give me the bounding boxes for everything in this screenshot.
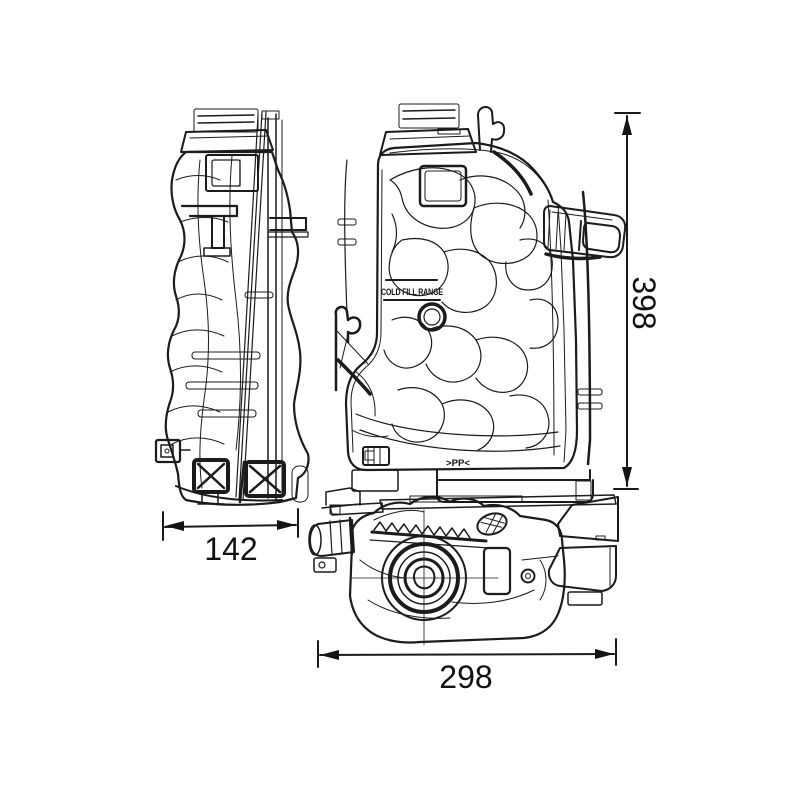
- cold-fill-range-label: COLD FILL RANGE: [381, 279, 447, 332]
- side-view: [154, 108, 310, 506]
- side-surface-contours: [167, 155, 241, 489]
- dimension-142-text: 142: [204, 531, 257, 567]
- front-left-clips: [337, 159, 357, 315]
- dimension-398-text: 398: [626, 276, 662, 329]
- top-view: [308, 494, 619, 646]
- level-sensor-circle: [417, 302, 447, 332]
- top-pad: [482, 546, 559, 596]
- front-inner-left: [350, 169, 383, 453]
- bolt-circle: [520, 568, 536, 584]
- front-inner-top: [389, 148, 545, 185]
- top-body-outline: [348, 495, 566, 644]
- dimension-298-text: 298: [439, 659, 492, 695]
- front-upper-recess: [418, 164, 468, 208]
- side-bottom-edge: [175, 485, 283, 502]
- side-bracket: [180, 204, 239, 257]
- material-mark-text: >PP<: [446, 458, 470, 468]
- top-right-bracket: [547, 496, 619, 606]
- carry-handle: [543, 205, 627, 261]
- front-body-outline: [344, 141, 579, 472]
- dimension-298: 298: [317, 638, 617, 695]
- top-view-rail: [329, 494, 617, 516]
- side-arm-right: [267, 217, 309, 238]
- mounting-pad-x-right: [244, 460, 309, 503]
- filler-cap-front: [379, 103, 477, 156]
- front-left-hook: [334, 305, 372, 396]
- mounting-plate-edge: [235, 111, 283, 504]
- front-bottom-connector: [362, 446, 390, 466]
- front-view: COLD FILL RANGE >PP<: [325, 103, 627, 506]
- side-connector: [154, 438, 191, 464]
- vent-oval-hatched: [476, 512, 508, 536]
- crosshair-lines: [351, 509, 499, 646]
- front-surface-blobs: [351, 167, 561, 452]
- mounting-pad-x-left: [192, 458, 230, 505]
- top-hose-connector: [308, 503, 361, 573]
- dimension-398: 398: [613, 112, 662, 490]
- side-body-outline: [164, 150, 310, 506]
- top-hook-bracket: [477, 106, 533, 196]
- side-upper-boss: [205, 154, 259, 192]
- cold-fill-range-text: COLD FILL RANGE: [381, 287, 443, 298]
- dimension-142: 142: [162, 508, 299, 567]
- side-rib-bars: [185, 291, 274, 418]
- filler-neck-circles: [351, 509, 499, 646]
